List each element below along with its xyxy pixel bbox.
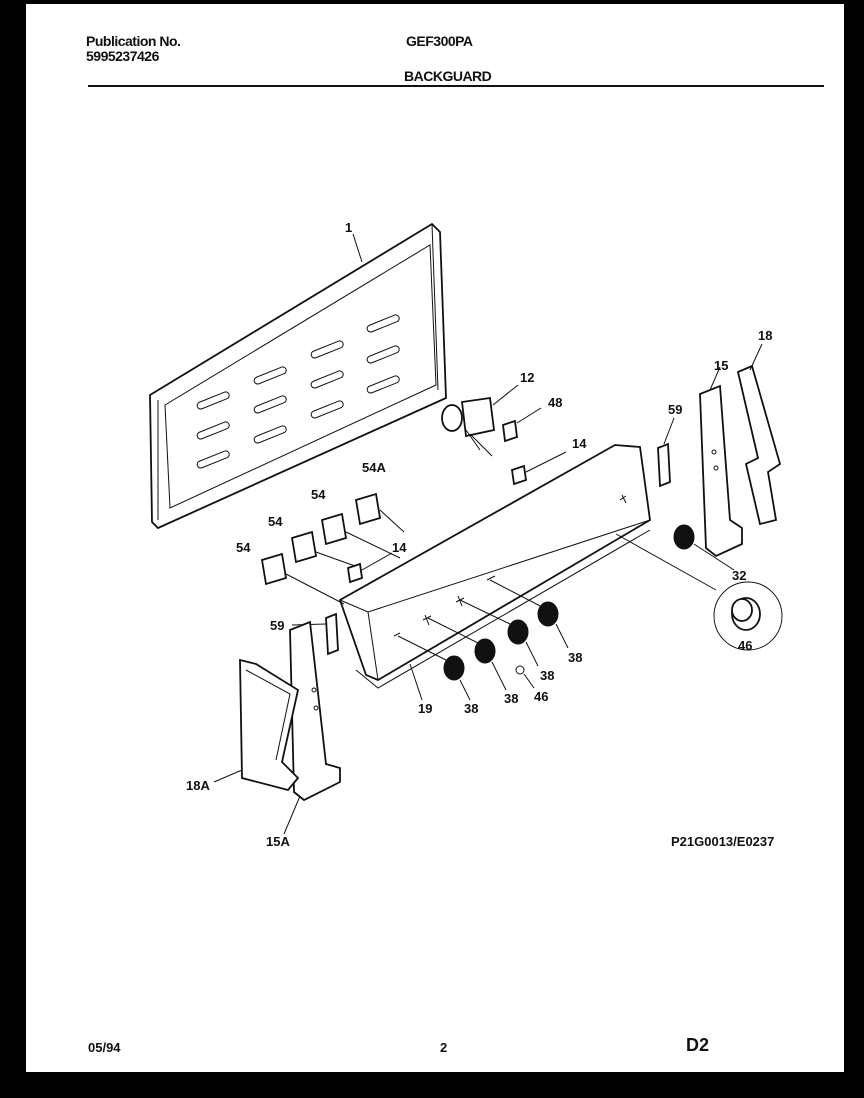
callout-19: 19 [418, 701, 432, 716]
knob-38-a[interactable] [537, 601, 569, 649]
callout-1: 1 [345, 220, 352, 235]
publication-number: 5995237426 [86, 48, 159, 64]
callout-12: 12 [520, 370, 534, 385]
callout-14-upper: 14 [572, 436, 587, 451]
knob-detail-46[interactable] [615, 533, 783, 651]
callout-54a: 54A [362, 460, 386, 475]
callout-46-detail: 46 [738, 638, 752, 653]
callout-15: 15 [714, 358, 728, 373]
callout-38-c: 38 [504, 691, 518, 706]
thermostat-control[interactable] [441, 384, 519, 457]
control-console[interactable] [338, 444, 651, 689]
callout-18a: 18A [186, 778, 210, 793]
publication-label: Publication No. [86, 33, 181, 49]
switch-54-c[interactable] [260, 552, 345, 605]
footer-code: D2 [686, 1035, 710, 1055]
switch-14-upper[interactable] [511, 451, 567, 486]
panel-vent-slots [196, 314, 400, 469]
callout-15a: 15A [266, 834, 290, 849]
callout-18: 18 [758, 328, 772, 343]
end-panel-left[interactable] [283, 620, 341, 835]
footer-date: 05/94 [88, 1040, 121, 1055]
callout-32: 32 [732, 568, 746, 583]
callout-54-a: 54 [311, 487, 326, 502]
knob-38-c[interactable] [474, 638, 507, 691]
footer-page-number: 2 [440, 1040, 448, 1055]
callout-54-c: 54 [236, 540, 251, 555]
knob-46[interactable] [515, 665, 535, 689]
switch-54-b[interactable] [290, 530, 356, 567]
console-control-holes [393, 494, 627, 637]
bracket-59-right[interactable] [657, 417, 675, 488]
header-rule [88, 85, 824, 87]
model-number: GEF300PA [406, 33, 473, 49]
switch-54a[interactable] [354, 492, 405, 533]
callout-59-right: 59 [668, 402, 682, 417]
section-title: BACKGUARD [404, 68, 492, 84]
callout-54-b: 54 [268, 514, 283, 529]
knob-38-d[interactable] [443, 655, 471, 701]
trim-right[interactable] [736, 343, 782, 526]
callout-59-left: 59 [270, 618, 284, 633]
callout-46: 46 [534, 689, 548, 704]
knob-38-b[interactable] [507, 619, 539, 667]
diagram-reference: P21G0013/E0237 [671, 834, 775, 849]
callout-14-lower: 14 [392, 540, 407, 555]
switch-54-a[interactable] [320, 512, 401, 559]
callout-38-d: 38 [464, 701, 478, 716]
knob-leader-lines [397, 579, 545, 701]
callout-38-a: 38 [568, 650, 582, 665]
switch-14-lower[interactable] [347, 552, 393, 584]
knob-32[interactable] [673, 524, 735, 571]
callout-48: 48 [548, 395, 562, 410]
end-panel-right[interactable] [699, 366, 743, 558]
callout-38-b: 38 [540, 668, 554, 683]
trim-left[interactable] [213, 658, 300, 792]
backguard-panel[interactable] [149, 222, 447, 530]
bracket-48[interactable] [502, 407, 542, 443]
